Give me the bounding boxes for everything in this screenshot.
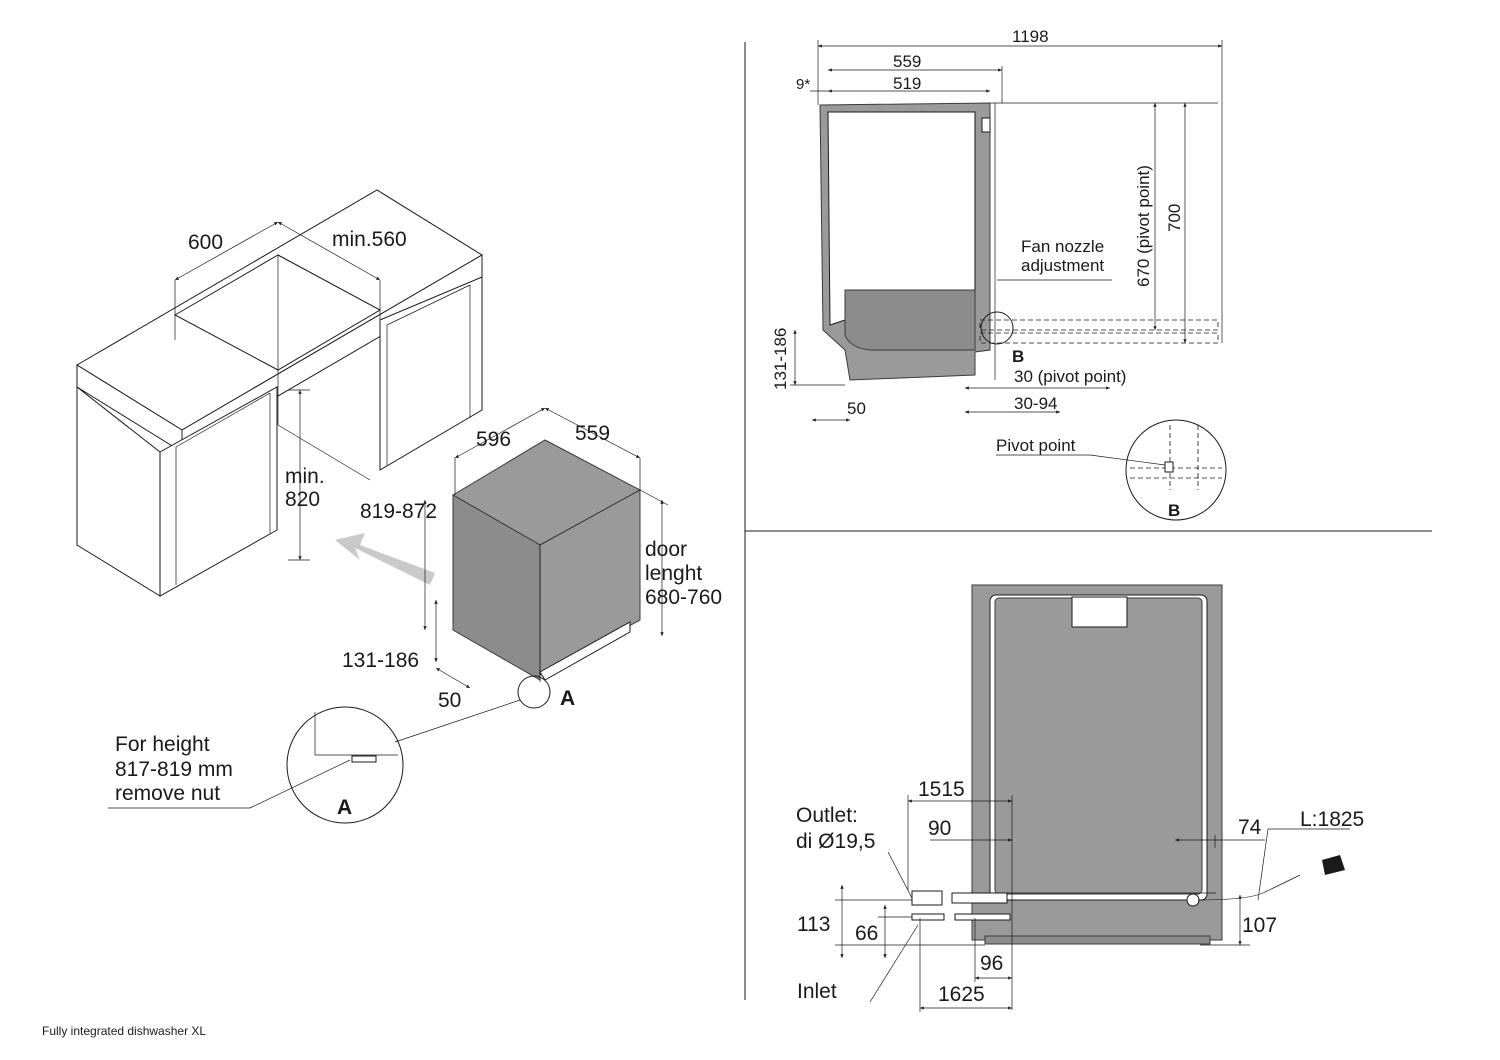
appliance-depth-label: 559 (575, 422, 610, 445)
detail-a-label: A (337, 796, 352, 819)
cabinet-drawing (76, 189, 483, 597)
dim-90: 90 (928, 817, 951, 840)
appliance-drawing (452, 439, 642, 709)
niche-height-label-a: min. (285, 465, 325, 488)
rear-view-dimensions: 1515 Outlet: di Ø19,5 90 74 L:1825 113 6… (796, 778, 1364, 1012)
side-view-drawing (819, 102, 1219, 381)
detail-b-label: B (1168, 501, 1180, 520)
range-30-94: 30-94 (1014, 394, 1057, 413)
dim-1625: 1625 (938, 983, 985, 1006)
detail-b: Pivot point B (996, 419, 1227, 521)
depth: 559 (893, 52, 921, 71)
pivot-30: 30 (pivot point) (1014, 367, 1126, 386)
toe-label: 50 (438, 689, 461, 712)
dim-107: 107 (1242, 914, 1277, 937)
dim-74: 74 (1238, 816, 1262, 839)
inlet-label: Inlet (797, 980, 837, 1003)
inner-depth: 519 (893, 74, 921, 93)
toe-side: 50 (847, 399, 866, 418)
note-line-2: 817-819 mm (115, 758, 233, 781)
detail-a: For height 817-819 mm remove nut A (108, 699, 521, 824)
door-label-c: 680-760 (645, 586, 722, 609)
appliance-width-label: 596 (476, 428, 511, 451)
dim-113: 113 (797, 913, 830, 936)
fan-nozzle-2: adjustment (1021, 256, 1104, 275)
dim-96: 96 (980, 952, 1003, 975)
appliance-dimensions: 596 559 819-872 door lenght 680-760 131-… (342, 407, 722, 712)
side-view-dimensions: 1198 559 519 9* 670 (pivot point) 700 Fa… (771, 27, 1223, 422)
fan-nozzle-1: Fan nozzle (1021, 237, 1104, 256)
niche-dimensions: 600 min.560 min. 820 (174, 221, 407, 561)
dim-66: 66 (855, 922, 878, 945)
plinth-side: 131-186 (771, 328, 790, 390)
appliance-height-label: 819-872 (360, 500, 437, 523)
niche-depth-label: min.560 (332, 228, 407, 251)
plinth-label: 131-186 (342, 649, 419, 672)
panel-dividers (744, 42, 1432, 1000)
rear-view-drawing (911, 584, 1345, 945)
note-line-1: For height (115, 733, 210, 756)
niche-width-label: 600 (188, 231, 223, 254)
marker-a: A (560, 687, 575, 710)
outlet-2: di Ø19,5 (796, 830, 875, 853)
pivot-point-label: Pivot point (996, 436, 1076, 455)
cable-length: L:1825 (1300, 808, 1364, 831)
note-line-3: remove nut (115, 782, 220, 805)
niche-height-label-b: 820 (285, 488, 320, 511)
total-length: 1198 (1012, 27, 1049, 46)
insert-arrow (335, 533, 435, 585)
dim-1515: 1515 (918, 778, 965, 801)
door-label-a: door (645, 538, 687, 561)
offset: 9* (796, 76, 810, 93)
pivot-height: 670 (pivot point) (1134, 165, 1153, 287)
outlet-1: Outlet: (796, 804, 858, 827)
footer-caption: Fully integrated dishwasher XL (42, 1024, 207, 1038)
marker-b: B (1012, 347, 1024, 366)
door-label-b: lenght (645, 562, 702, 585)
height-700: 700 (1165, 204, 1184, 232)
